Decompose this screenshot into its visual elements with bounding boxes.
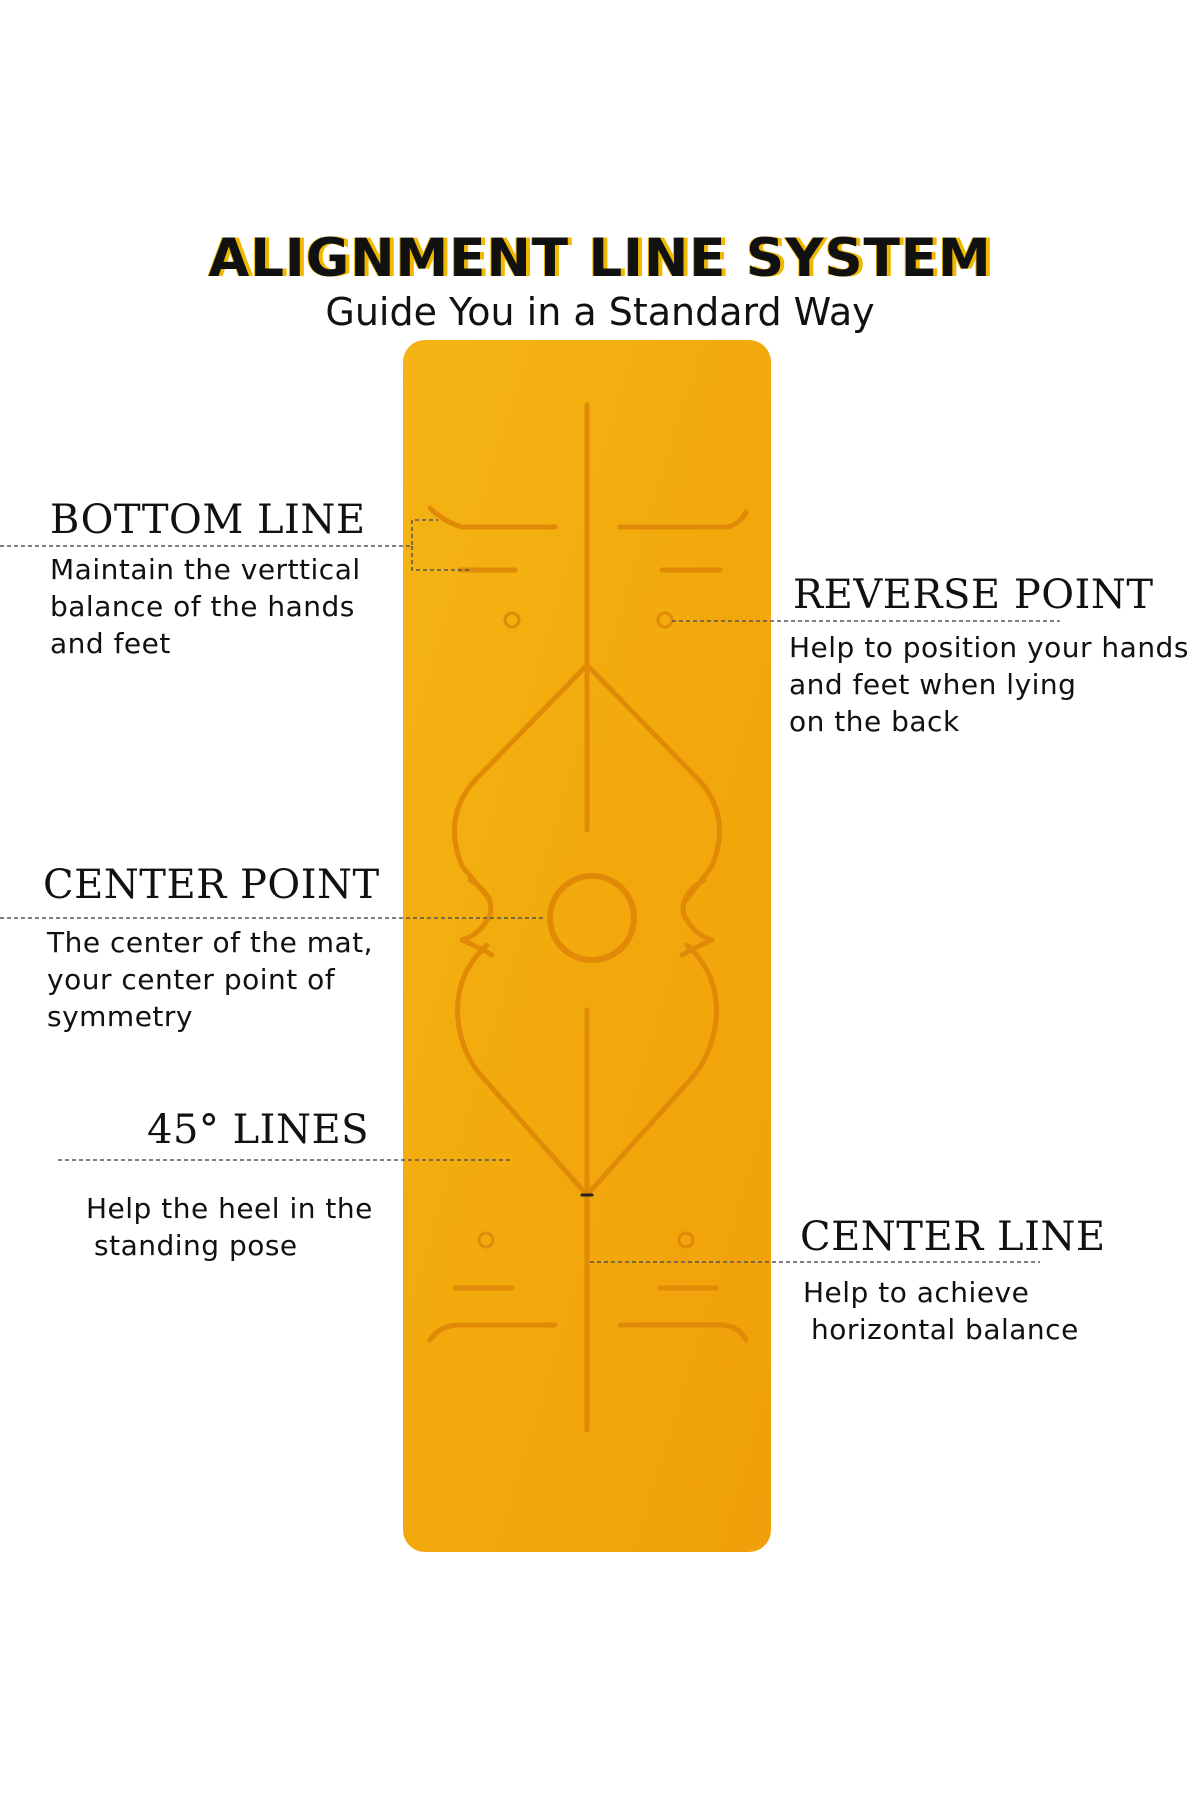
bottom-line-bottom-left <box>427 1322 558 1343</box>
center-line-desc-line: horizontal balance <box>811 1313 1079 1346</box>
reverse-point-desc-line: on the back <box>789 705 960 738</box>
diamond-left-lower <box>455 942 590 1198</box>
reverse-point-heading: REVERSE POINT <box>793 572 1154 618</box>
bottom-line-top-left <box>427 505 558 530</box>
center-line-heading: CENTER LINE <box>800 1214 1106 1260</box>
reverse-point-bottom-right <box>677 1231 695 1249</box>
center-point-desc-line: your center point of <box>47 963 336 996</box>
reverse-point-bottom-left <box>477 1231 495 1249</box>
lines-45-desc-line: Help the heel in the <box>86 1192 373 1225</box>
center-point-desc-line: symmetry <box>47 1000 193 1033</box>
lines-45-desc-line: standing pose <box>94 1229 298 1262</box>
reverse-point-description: Help to position your hands and feet whe… <box>789 629 1189 740</box>
leader-bottom-line <box>0 519 472 571</box>
yoga-mat <box>403 340 771 1552</box>
page-title: ALIGNMENT LINE SYSTEM <box>208 228 992 289</box>
bottom-line-desc-line: and feet <box>50 627 171 660</box>
center-point-description: The center of the mat, your center point… <box>47 924 373 1035</box>
leader-lines <box>0 519 1060 1263</box>
bottom-line-desc-line: Maintain the verttical <box>50 553 361 586</box>
center-point-desc-line: The center of the mat, <box>47 926 374 959</box>
bottom-line-description: Maintain the verttical balance of the ha… <box>50 551 361 662</box>
lines-45-description: Help the heel in the standing pose <box>86 1190 373 1264</box>
center-point-circle <box>547 873 637 963</box>
bottom-line-desc-line: balance of the hands <box>50 590 355 623</box>
mat-alignment-lines <box>427 402 749 1433</box>
page-subtitle: Guide You in a Standard Way <box>325 290 875 334</box>
bottom-line-bottom-right <box>617 1322 749 1343</box>
bottom-line-heading: BOTTOM LINE <box>50 497 366 543</box>
center-point-heading: CENTER POINT <box>43 862 380 908</box>
bottom-line-top-right <box>617 509 749 530</box>
reverse-point-top-right <box>656 611 674 629</box>
center-line-desc-line: Help to achieve <box>803 1276 1030 1309</box>
squiggle-right <box>679 877 715 958</box>
center-line-description: Help to achieve horizontal balance <box>803 1274 1079 1348</box>
reverse-point-desc-line: and feet when lying <box>789 668 1077 701</box>
reverse-point-desc-line: Help to position your hands <box>789 631 1189 664</box>
lines-45-heading: 45° LINES <box>147 1107 370 1153</box>
reverse-point-top-left <box>503 611 521 629</box>
diamond-right-lower <box>584 942 719 1198</box>
squiggle-left <box>459 877 495 958</box>
